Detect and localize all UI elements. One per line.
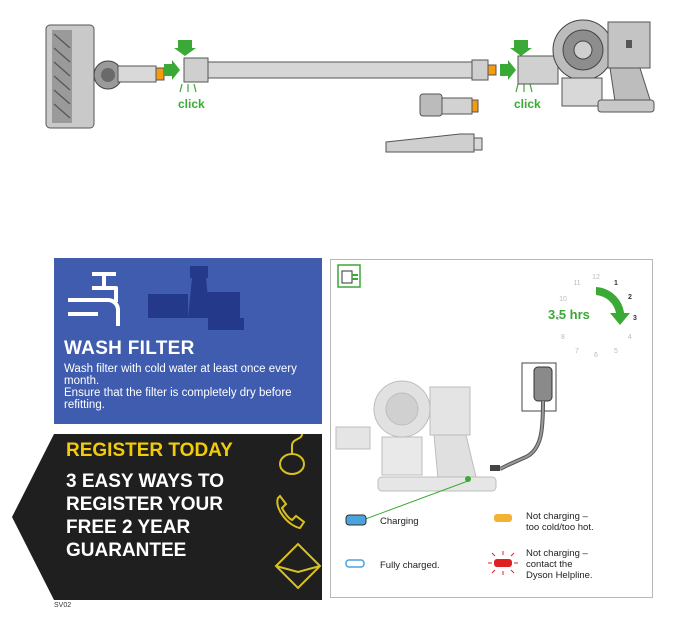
clock-number: 3 <box>633 315 637 322</box>
register-line: GUARANTEE <box>66 540 187 561</box>
fully-charged-swatch <box>345 559 365 568</box>
clock-number: 10 <box>559 296 567 303</box>
charger-adapter <box>490 362 557 471</box>
register-title: REGISTER TODAY <box>66 440 233 461</box>
click-label-left: click <box>178 97 205 111</box>
register-subtitle: 3 EASY WAYS TO REGISTER YOUR FREE 2 YEAR… <box>66 470 266 562</box>
legend-too-cold-hot: Not charging – too cold/too hot. <box>526 511 594 533</box>
clock-number: 1 <box>614 280 618 287</box>
legend-fully-charged: Fully charged. <box>380 560 440 571</box>
indicator-leader-line <box>359 480 469 522</box>
register-line: 3 EASY WAYS TO <box>66 471 225 492</box>
floor-head-tool <box>45 24 165 129</box>
clock-number: 9 <box>556 315 560 322</box>
wash-filter-panel: WASH FILTER Wash filter with cold water … <box>54 258 322 424</box>
combination-tool <box>419 93 479 117</box>
clock-number: 6 <box>594 352 598 359</box>
crevice-tool <box>385 133 483 153</box>
clock-number: 12 <box>592 274 600 281</box>
wash-instruction-line: Ensure that the filter is completely dry… <box>64 387 292 411</box>
register-line: REGISTER YOUR <box>66 494 223 515</box>
charge-indicator-light <box>465 476 471 482</box>
wand-tube <box>183 57 497 83</box>
register-panel <box>12 434 322 600</box>
charge-time-arc <box>596 287 630 325</box>
clock-number: 8 <box>561 334 565 341</box>
handheld-vacuum <box>517 19 655 113</box>
charge-clock: 12 1 2 3 4 5 6 7 8 9 10 11 <box>556 274 637 359</box>
legend-line: Not charging – <box>526 511 588 522</box>
legend-line: too cold/too hot. <box>526 522 594 533</box>
clock-number: 4 <box>628 334 632 341</box>
helpline-swatch <box>488 551 518 575</box>
clock-number: 11 <box>573 280 580 287</box>
charging-vacuum <box>335 380 497 492</box>
charge-duration-label: 3.5 hrs <box>548 307 590 322</box>
insert-arrow-right <box>500 40 532 80</box>
legend-line: Dyson Helpline. <box>526 570 593 581</box>
register-line: FREE 2 YEAR <box>66 517 191 538</box>
click-label-right: click <box>514 97 541 111</box>
legend-charging: Charging <box>380 516 419 527</box>
too-cold-hot-swatch <box>494 514 512 522</box>
legend-helpline: Not charging – contact the Dyson Helplin… <box>526 548 593 581</box>
plug-socket-icon <box>337 264 361 288</box>
clock-number: 7 <box>575 348 579 355</box>
document-code: SV02 <box>54 602 72 609</box>
mouse-icon <box>278 434 306 475</box>
wash-filter-instructions: Wash filter with cold water at least onc… <box>64 363 314 411</box>
envelope-icon <box>274 542 322 590</box>
wash-filter-title: WASH FILTER <box>64 338 195 359</box>
legend-line: contact the <box>526 559 573 570</box>
wash-instruction-line: Wash filter with cold water at least onc… <box>64 363 297 387</box>
filter-icon <box>148 266 244 330</box>
insert-arrow-left <box>164 40 196 80</box>
tap-icon <box>68 272 120 326</box>
charging-swatch <box>345 514 367 526</box>
clock-number: 5 <box>614 348 618 355</box>
charging-diagram: 12 1 2 3 4 5 6 7 8 9 10 11 <box>335 264 637 575</box>
phone-icon <box>276 494 306 530</box>
legend-line: Not charging – <box>526 548 588 559</box>
clock-number: 2 <box>628 294 632 301</box>
assembly-diagram: click click <box>45 19 655 153</box>
